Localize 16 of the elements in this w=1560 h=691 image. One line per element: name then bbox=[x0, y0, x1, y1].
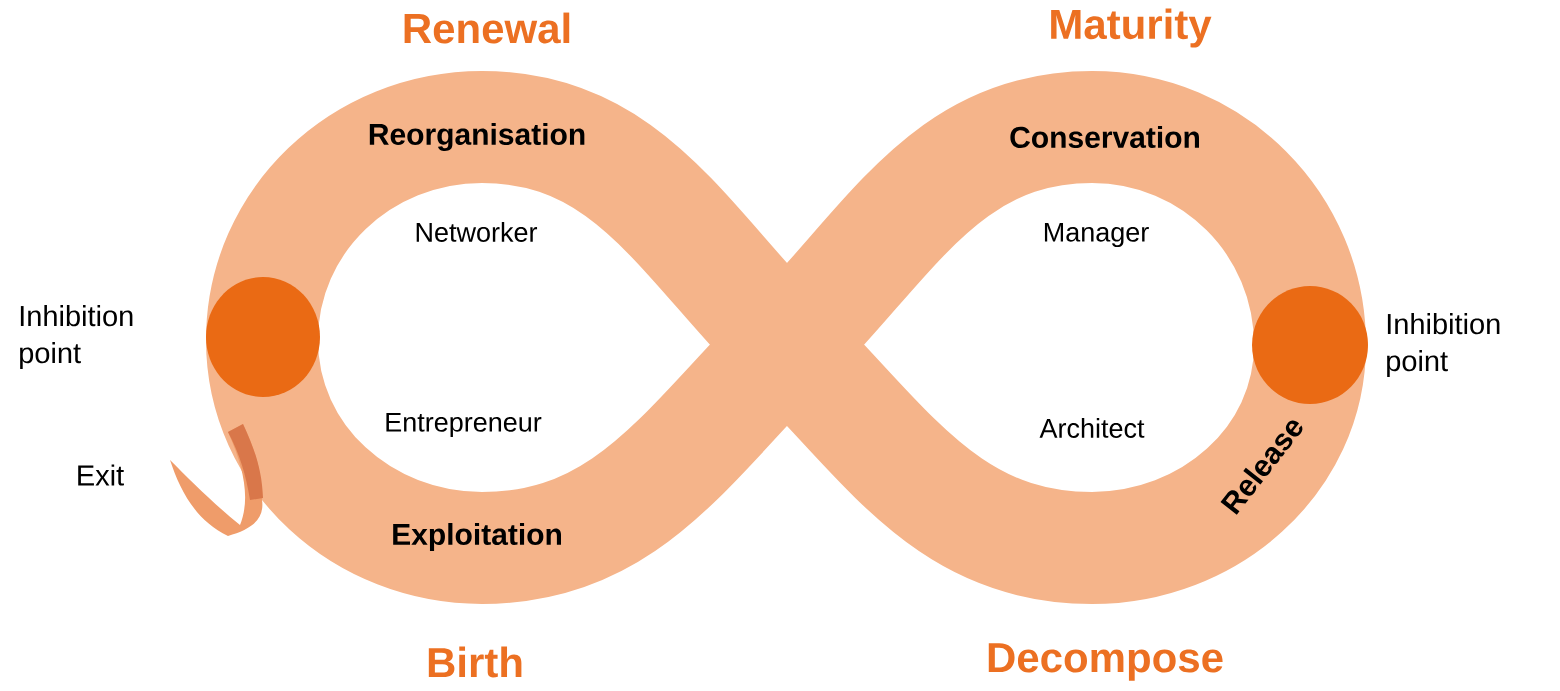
inhibition-point-circle bbox=[206, 277, 320, 397]
phase-label: Exploitation bbox=[393, 523, 561, 551]
stage-label: Renewal bbox=[404, 12, 570, 44]
inhibition-label: Inhibition point bbox=[1387, 313, 1500, 377]
role-label: Networker bbox=[416, 222, 538, 242]
inhibition-label: Inhibition point bbox=[20, 305, 133, 369]
stage-label: Birth bbox=[428, 646, 522, 678]
role-label: Manager bbox=[1044, 222, 1149, 248]
stage-label: Maturity bbox=[1051, 8, 1212, 48]
inhibition-point-circle bbox=[1252, 286, 1368, 404]
exit-label: Exit bbox=[78, 464, 124, 486]
phase-label: Conservation bbox=[1010, 126, 1199, 148]
phase-label: Reorganisation bbox=[369, 122, 585, 152]
role-label: Architect bbox=[1039, 418, 1145, 438]
stage-label: Decompose bbox=[988, 643, 1223, 681]
role-label: Entrepreneur bbox=[386, 412, 542, 438]
